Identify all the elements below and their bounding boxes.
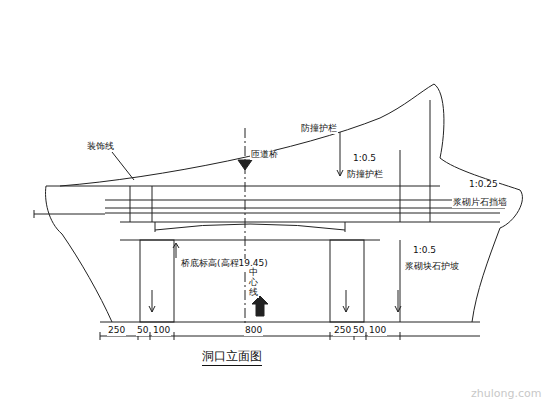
part-name: 匝道桥 bbox=[250, 150, 279, 160]
dimension: 250 bbox=[333, 326, 352, 336]
part-name: 浆砌块石护坡 bbox=[404, 262, 460, 272]
dimension: 250 bbox=[107, 326, 126, 336]
part-name: 浆砌片石挡墙 bbox=[452, 198, 508, 208]
dimension: 100 bbox=[368, 326, 387, 336]
lead-label: 装饰线 bbox=[86, 142, 115, 152]
slope-ratio: 1:0.5 bbox=[412, 246, 437, 256]
part-name: 防撞护栏 bbox=[300, 124, 338, 134]
dimension: 800 bbox=[244, 326, 263, 336]
part-name: 防撞护栏 bbox=[346, 170, 384, 180]
slope-ratio: 1:0.5 bbox=[352, 154, 377, 164]
slope-ratio: 1:0.25 bbox=[468, 180, 499, 190]
centre-line-label: 中心线 bbox=[248, 268, 259, 298]
watermark: zhulong.com bbox=[470, 388, 542, 400]
dimension: 50 bbox=[352, 326, 365, 336]
dimension: 100 bbox=[152, 326, 171, 336]
drawing-title: 洞口立面图 bbox=[202, 348, 262, 366]
dimension: 50 bbox=[136, 326, 149, 336]
